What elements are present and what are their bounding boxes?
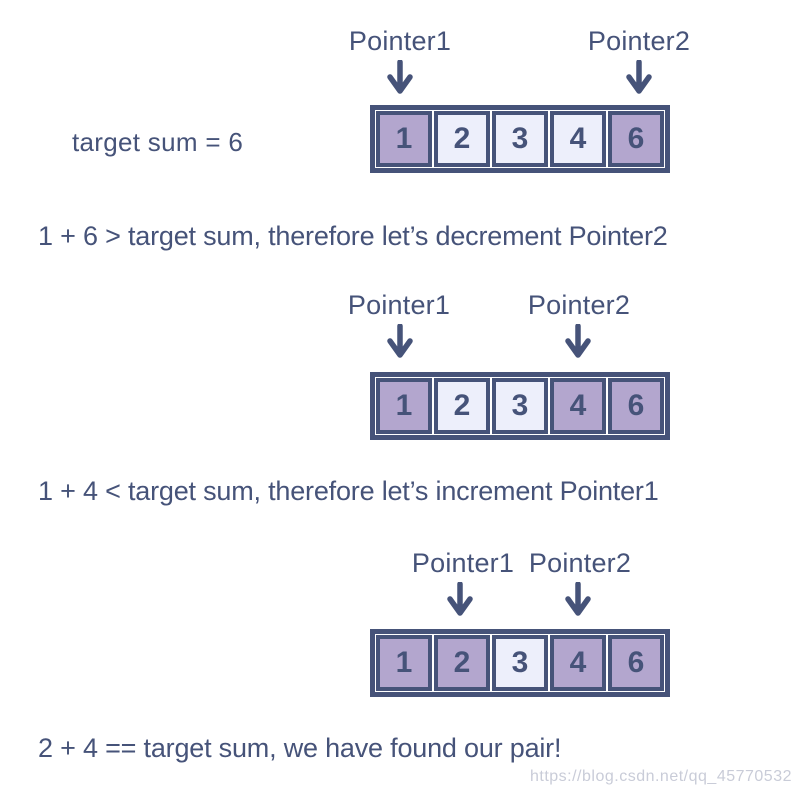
array-cell: 2 <box>434 111 490 167</box>
array-cell: 3 <box>492 111 548 167</box>
pointer2-arrow-icon <box>565 582 591 616</box>
step-3-caption: 2 + 4 == target sum, we have found our p… <box>38 733 562 763</box>
array-cell: 6 <box>608 111 664 167</box>
step-1-caption: 1 + 6 > target sum, therefore let’s decr… <box>38 221 668 251</box>
array-cell: 3 <box>492 635 548 691</box>
array-cell: 1 <box>376 378 432 434</box>
pointer2-label: Pointer2 <box>587 26 691 56</box>
array-step-3: 1 2 3 4 6 <box>370 629 670 697</box>
array-cell: 4 <box>550 378 606 434</box>
array-cell: 2 <box>434 378 490 434</box>
pointer1-label: Pointer1 <box>348 26 452 56</box>
array-step-2: 1 2 3 4 6 <box>370 372 670 440</box>
pointer1-arrow-icon <box>387 60 413 94</box>
pointer2-arrow-icon <box>565 324 591 358</box>
array-cell: 6 <box>608 635 664 691</box>
step-2-caption: 1 + 4 < target sum, therefore let’s incr… <box>38 476 659 506</box>
array-cell: 1 <box>376 635 432 691</box>
array-cell: 6 <box>608 378 664 434</box>
target-sum-label: target sum = 6 <box>72 127 244 157</box>
watermark: https://blog.csdn.net/qq_45770532 <box>529 768 792 785</box>
pointer1-arrow-icon <box>387 324 413 358</box>
pointer2-label: Pointer2 <box>528 548 632 578</box>
array-cell: 4 <box>550 635 606 691</box>
array-cell: 4 <box>550 111 606 167</box>
pointer2-label: Pointer2 <box>527 290 631 320</box>
pointer2-arrow-icon <box>626 60 652 94</box>
array-cell: 1 <box>376 111 432 167</box>
pointer1-arrow-icon <box>447 582 473 616</box>
array-cell: 2 <box>434 635 490 691</box>
pointer1-label: Pointer1 <box>411 548 515 578</box>
pointer1-label: Pointer1 <box>347 290 451 320</box>
array-cell: 3 <box>492 378 548 434</box>
array-step-1: 1 2 3 4 6 <box>370 105 670 173</box>
